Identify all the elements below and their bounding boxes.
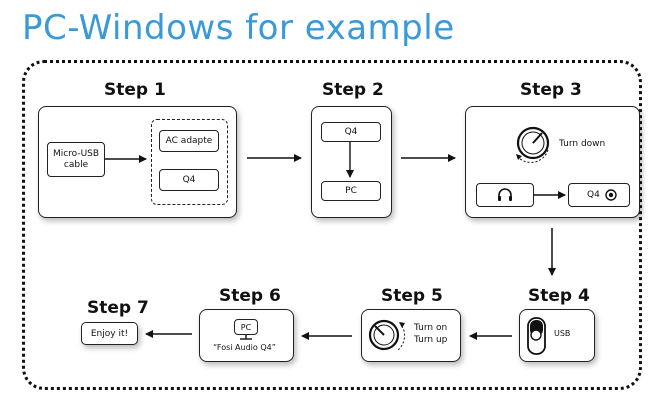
usb-port-label: USB <box>554 329 571 338</box>
power-switch-icon <box>527 317 546 355</box>
step-3-label: Step 3 <box>520 80 582 100</box>
pc-monitor-box: PC <box>234 319 258 335</box>
step-5-label: Step 5 <box>381 286 443 306</box>
step-1-label: Step 1 <box>104 80 166 100</box>
page-title: PC-Windows for example <box>22 8 455 48</box>
pc-monitor-stand <box>240 335 252 340</box>
step-6-label: Step 6 <box>219 286 281 306</box>
step-7-label: Step 7 <box>87 298 149 318</box>
fosi-audio-q4-text: “Fosi Audio Q4” <box>213 343 276 352</box>
q4-output-label: Q4 <box>587 189 600 200</box>
ac-adapter-box: AC adapte <box>159 130 219 152</box>
q4-box: Q4 <box>159 169 219 191</box>
power-options-group <box>151 119 228 205</box>
volume-knob-icon <box>516 126 550 163</box>
headphones-icon <box>498 188 512 201</box>
diagram-frame <box>22 60 642 390</box>
step-2-panel: Q4 PC <box>311 106 392 218</box>
q4-output-box: Q4 <box>568 183 630 207</box>
enjoy-text: Enjoy it! <box>90 328 129 339</box>
turn-up-text: Turn up <box>414 335 448 345</box>
step-1-panel: Micro-USB cable AC adapte Q4 <box>38 106 237 218</box>
headphone-jack-icon <box>605 189 617 201</box>
micro-usb-cable-box: Micro-USB cable <box>47 142 105 177</box>
step-2-label: Step 2 <box>322 80 384 100</box>
step-3-panel: Turn down Q4 <box>465 106 640 218</box>
volume-knob-icon <box>368 319 406 351</box>
step-4-label: Step 4 <box>528 286 590 306</box>
pc-box: PC <box>321 181 381 201</box>
turn-down-text: Turn down <box>559 139 606 149</box>
turn-on-text: Turn on <box>414 323 448 333</box>
q4-box: Q4 <box>321 122 381 142</box>
enjoy-box: Enjoy it! <box>81 322 138 345</box>
